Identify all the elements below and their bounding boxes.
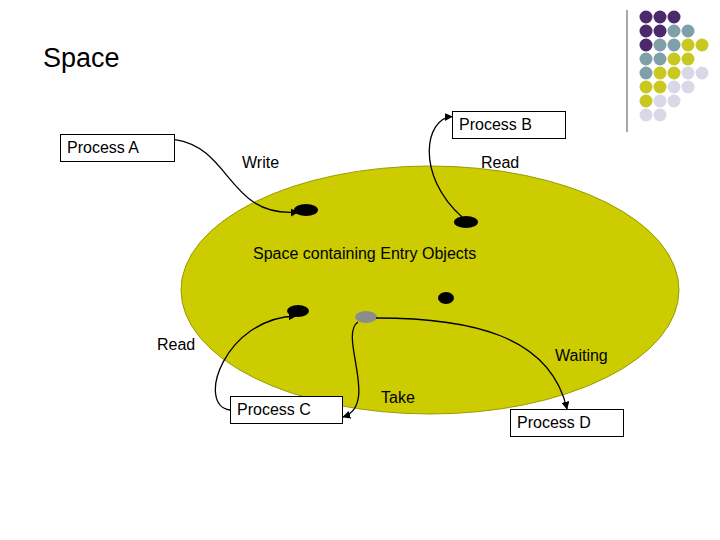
space-label: Space containing Entry Objects	[253, 244, 476, 264]
entry-object	[454, 216, 478, 228]
deco-dot	[654, 109, 667, 122]
deco-dot	[640, 11, 653, 24]
deco-dot	[668, 67, 681, 80]
process-box: Process B	[452, 111, 566, 139]
connector-arrow	[215, 316, 296, 410]
deco-dot	[682, 81, 695, 94]
process-box: Process A	[60, 134, 175, 162]
deco-dot	[668, 53, 681, 66]
process-label: Process D	[517, 413, 617, 433]
slide-title: Space	[43, 42, 120, 74]
deco-dot	[654, 53, 667, 66]
deco-dot	[640, 39, 653, 52]
deco-dot	[668, 95, 681, 108]
process-box: Process D	[510, 409, 624, 437]
deco-dot	[654, 39, 667, 52]
deco-dot	[654, 95, 667, 108]
connector-arrow	[343, 322, 359, 417]
deco-dot	[640, 25, 653, 38]
deco-dot	[654, 25, 667, 38]
space-ellipse-shape	[181, 166, 679, 414]
edge-label: Take	[381, 388, 415, 408]
process-box: Process C	[230, 396, 343, 424]
deco-dot	[640, 109, 653, 122]
process-label: Process C	[237, 400, 336, 420]
entry-object	[438, 292, 454, 304]
process-label: Process A	[67, 138, 168, 158]
edge-label: Write	[242, 153, 279, 173]
deco-dot	[668, 39, 681, 52]
deco-dot	[640, 81, 653, 94]
deco-dot	[654, 67, 667, 80]
entry-object	[287, 305, 309, 317]
connector-arrow	[175, 140, 298, 213]
connector-arrow	[376, 318, 567, 409]
deco-dot	[640, 67, 653, 80]
space-ellipse: Space containing Entry Objects	[180, 165, 680, 415]
deco-dot	[654, 11, 667, 24]
deco-dot	[696, 67, 709, 80]
edge-label: Waiting	[555, 346, 608, 366]
deco-dot	[668, 11, 681, 24]
deco-dot	[682, 39, 695, 52]
space-outline	[180, 165, 680, 415]
connector-arrow	[429, 117, 462, 217]
entry-object	[355, 311, 377, 323]
deco-dot	[682, 67, 695, 80]
edge-label: Read	[157, 335, 195, 355]
deco-dot	[682, 53, 695, 66]
deco-dot	[654, 81, 667, 94]
edge-label: Read	[481, 153, 519, 173]
deco-dot	[640, 95, 653, 108]
deco-dot	[668, 25, 681, 38]
deco-dot	[696, 39, 709, 52]
deco-dot	[668, 81, 681, 94]
deco-dot	[682, 25, 695, 38]
deco-dot	[640, 53, 653, 66]
divider-line	[626, 10, 628, 132]
process-label: Process B	[459, 115, 559, 135]
entry-object	[294, 204, 318, 216]
